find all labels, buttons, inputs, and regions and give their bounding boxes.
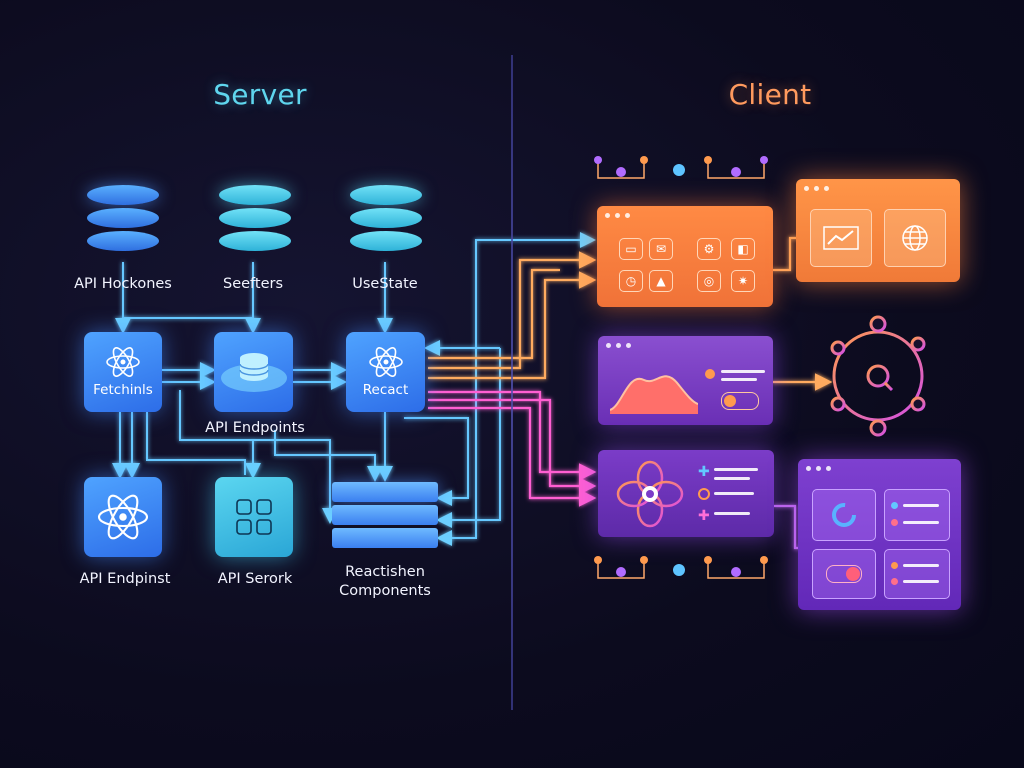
api-endpinst-node[interactable] — [84, 477, 162, 557]
orange-app-window[interactable]: ▭ ✉ ⚙ ◧ ◷ ▲ ◎ ✷ — [597, 206, 773, 307]
api-endpoints-node[interactable] — [214, 332, 293, 412]
server-title: Server — [213, 78, 307, 111]
toggle-icon[interactable] — [812, 549, 876, 599]
warning-icon[interactable]: ▲ — [649, 270, 673, 292]
puzzle-icon[interactable]: ◧ — [731, 238, 755, 260]
chart-icon[interactable] — [810, 209, 872, 267]
text-line — [714, 468, 758, 471]
components-label-line1: Reactishen — [345, 564, 425, 580]
api-endpoints-label: API Endpoints — [205, 420, 305, 436]
components-label-line2: Components — [339, 583, 431, 599]
target-icon — [698, 488, 710, 500]
server-client-divider — [511, 55, 513, 710]
plus-icon: ✚ — [698, 464, 710, 480]
flower-icon — [616, 460, 684, 528]
node-chain-top — [594, 156, 768, 179]
db-label-usestate: UseState — [352, 276, 418, 292]
widget-icon[interactable]: ▭ — [619, 238, 643, 260]
area-chart-icon — [610, 375, 698, 414]
database-icon — [350, 182, 422, 251]
ring-icon — [830, 315, 926, 437]
status-dot — [705, 369, 715, 379]
plus-icon: ✚ — [698, 508, 710, 524]
database-icon — [87, 182, 159, 251]
api-serork-label: API Serork — [217, 571, 293, 587]
api-endpinst-label: API Endpinst — [79, 571, 171, 587]
clock-icon[interactable]: ◷ — [619, 270, 643, 292]
chat-icon[interactable]: ✉ — [649, 238, 673, 260]
text-line — [721, 378, 757, 381]
node-chain-bottom — [594, 556, 768, 579]
database-icon — [219, 182, 291, 251]
globe-icon[interactable] — [884, 209, 946, 267]
react-label: Recact — [362, 382, 409, 398]
db-label-seefters: Seefters — [222, 276, 284, 292]
react-node[interactable]: Recact — [346, 332, 425, 412]
fetching-label: Fetchinls — [93, 382, 153, 398]
components-stack[interactable] — [332, 482, 438, 552]
loading-ring-icon[interactable] — [812, 489, 876, 541]
react-icon — [368, 347, 403, 377]
client-title: Client — [728, 78, 812, 111]
grid-icon — [236, 499, 272, 535]
bug-icon[interactable]: ✷ — [731, 270, 755, 292]
orange-dashboard-window[interactable] — [796, 179, 960, 282]
fetching-node[interactable]: Fetchinls — [84, 332, 162, 412]
db-label-api-hockones: API Hockones — [74, 276, 172, 292]
target-icon[interactable]: ◎ — [697, 270, 721, 292]
api-serork-node[interactable] — [215, 477, 293, 557]
react-icon — [106, 347, 140, 377]
text-line — [714, 512, 750, 515]
list-panel[interactable] — [884, 489, 950, 541]
chart-window[interactable] — [598, 336, 773, 425]
text-line — [721, 370, 765, 373]
text-line — [714, 477, 750, 480]
purple-settings-window[interactable] — [798, 459, 961, 610]
toggle-icon[interactable] — [721, 392, 759, 410]
settings-icon[interactable]: ⚙ — [697, 238, 721, 260]
database-icon — [220, 353, 287, 392]
list-panel[interactable] — [884, 549, 950, 599]
flower-window[interactable]: ✚ ✚ — [598, 450, 774, 537]
text-line — [714, 492, 754, 495]
react-icon — [97, 494, 149, 540]
